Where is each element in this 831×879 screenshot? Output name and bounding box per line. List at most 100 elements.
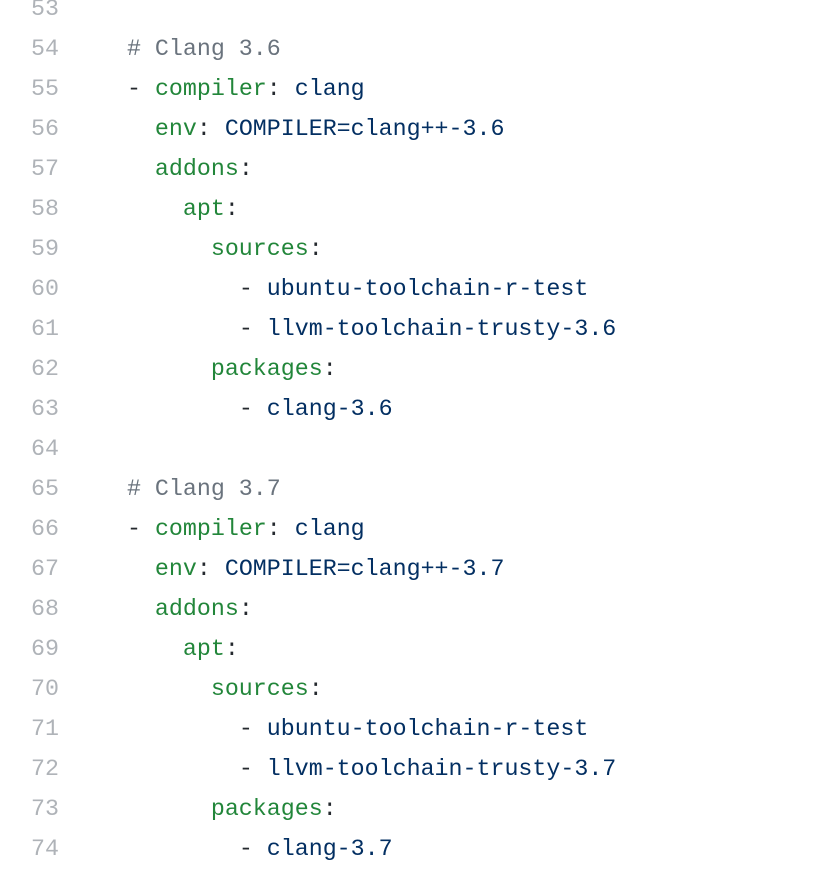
indent (99, 836, 239, 862)
line-number[interactable]: 65 (31, 476, 59, 502)
code-line: 67 env: COMPILER=clang++-3.7 (0, 549, 831, 589)
yaml-key: addons (154, 596, 239, 622)
colon: : (224, 196, 239, 222)
code-line: 64 (0, 429, 831, 469)
line-number[interactable]: 70 (31, 676, 59, 702)
line-number[interactable]: 57 (31, 156, 59, 182)
indent (99, 76, 127, 102)
yaml-value: clang (294, 516, 365, 542)
line-content: packages: (59, 349, 337, 389)
line-number[interactable]: 55 (31, 76, 59, 102)
code-line: 68 addons: (0, 589, 831, 629)
line-content: packages: (59, 789, 337, 829)
colon: : (196, 556, 225, 582)
colon: : (224, 636, 239, 662)
line-content: sources: (59, 669, 323, 709)
colon: : (238, 156, 253, 182)
line-content (59, 429, 99, 469)
code-line: 59 sources: (0, 229, 831, 269)
line-number[interactable]: 64 (31, 436, 59, 462)
list-dash: - (238, 836, 267, 862)
line-number[interactable]: 69 (31, 636, 59, 662)
yaml-value: llvm-toolchain-trusty-3.7 (266, 756, 617, 782)
line-number[interactable]: 67 (31, 556, 59, 582)
yaml-key: packages (210, 796, 323, 822)
line-content: - ubuntu-toolchain-r-test (59, 269, 589, 309)
line-number[interactable]: 74 (31, 836, 59, 862)
yaml-value: COMPILER=clang++-3.7 (224, 556, 505, 582)
yaml-value: ubuntu-toolchain-r-test (266, 716, 589, 742)
colon: : (308, 676, 323, 702)
code-line: 74 - clang-3.7 (0, 829, 831, 869)
line-content: addons: (59, 149, 253, 189)
line-content: apt: (59, 189, 239, 229)
line-number[interactable]: 58 (31, 196, 59, 222)
indent (99, 676, 211, 702)
yaml-key: env (154, 556, 197, 582)
colon: : (322, 796, 337, 822)
code-line: 60 - ubuntu-toolchain-r-test (0, 269, 831, 309)
yaml-key: packages (210, 356, 323, 382)
indent (99, 596, 155, 622)
line-number[interactable]: 62 (31, 356, 59, 382)
code-line: 70 sources: (0, 669, 831, 709)
line-number[interactable]: 59 (31, 236, 59, 262)
yaml-key: apt (182, 196, 225, 222)
colon: : (308, 236, 323, 262)
indent (99, 316, 239, 342)
code-line: 56 env: COMPILER=clang++-3.6 (0, 109, 831, 149)
yaml-value: COMPILER=clang++-3.6 (224, 116, 505, 142)
line-number[interactable]: 73 (31, 796, 59, 822)
code-line: 69 apt: (0, 629, 831, 669)
indent (99, 36, 127, 62)
line-number[interactable]: 54 (31, 36, 59, 62)
yaml-value: clang-3.6 (266, 396, 393, 422)
line-content: env: COMPILER=clang++-3.6 (59, 109, 505, 149)
line-content: - clang-3.7 (59, 829, 393, 869)
yaml-value: ubuntu-toolchain-r-test (266, 276, 589, 302)
code-line: 72 - llvm-toolchain-trusty-3.7 (0, 749, 831, 789)
line-content: apt: (59, 629, 239, 669)
colon: : (238, 596, 253, 622)
indent (99, 516, 127, 542)
code-line: 66 - compiler: clang (0, 509, 831, 549)
indent (99, 476, 127, 502)
indent (99, 156, 155, 182)
list-dash: - (238, 756, 267, 782)
line-number[interactable]: 66 (31, 516, 59, 542)
line-number[interactable]: 68 (31, 596, 59, 622)
colon: : (196, 116, 225, 142)
line-content: - clang-3.6 (59, 389, 393, 429)
indent (99, 636, 183, 662)
code-line: 71 - ubuntu-toolchain-r-test (0, 709, 831, 749)
indent (99, 356, 211, 382)
line-content: - llvm-toolchain-trusty-3.7 (59, 749, 616, 789)
list-dash: - (238, 276, 267, 302)
line-number[interactable]: 56 (31, 116, 59, 142)
code-line: 65 # Clang 3.7 (0, 469, 831, 509)
colon: : (266, 76, 295, 102)
code-line: 53 (0, 0, 831, 29)
code-line: 57 addons: (0, 149, 831, 189)
line-number[interactable]: 72 (31, 756, 59, 782)
line-number[interactable]: 53 (31, 0, 59, 22)
line-content: - compiler: clang (59, 69, 365, 109)
list-dash: - (238, 316, 267, 342)
line-content: env: COMPILER=clang++-3.7 (59, 549, 505, 589)
yaml-key: compiler (154, 76, 267, 102)
colon: : (322, 356, 337, 382)
code-line: 55 - compiler: clang (0, 69, 831, 109)
line-content: # Clang 3.7 (59, 469, 281, 509)
line-number[interactable]: 61 (31, 316, 59, 342)
line-number[interactable]: 63 (31, 396, 59, 422)
colon: : (266, 516, 295, 542)
list-dash: - (126, 516, 155, 542)
indent (99, 556, 155, 582)
line-content: - ubuntu-toolchain-r-test (59, 709, 589, 749)
indent (99, 116, 155, 142)
indent (99, 396, 239, 422)
line-number[interactable]: 71 (31, 716, 59, 742)
code-line: 62 packages: (0, 349, 831, 389)
line-number[interactable]: 60 (31, 276, 59, 302)
